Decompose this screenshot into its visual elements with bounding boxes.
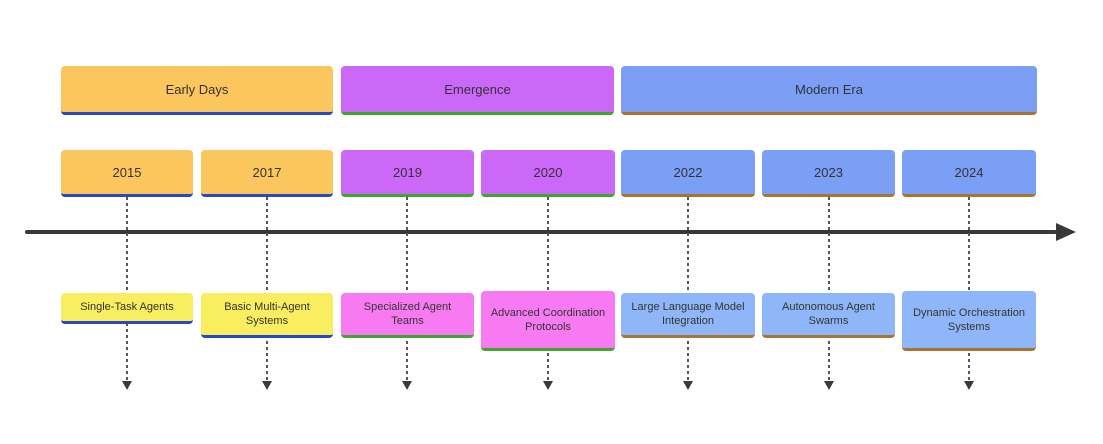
year-label: 2017 bbox=[252, 164, 282, 180]
event-label: Autonomous Agent Swarms bbox=[782, 301, 875, 327]
section-label: Emergence bbox=[444, 81, 511, 97]
year-label: 2019 bbox=[393, 164, 422, 180]
connector-2017 bbox=[266, 197, 268, 382]
year-box-2022: 2022 bbox=[621, 150, 755, 197]
event-label: Specialized Agent Teams bbox=[363, 301, 452, 327]
time-axis-line bbox=[25, 230, 1057, 234]
down-arrowhead-icon bbox=[683, 381, 693, 390]
event-label: Advanced Coordination Protocols bbox=[490, 306, 606, 333]
year-box-2017: 2017 bbox=[201, 150, 333, 197]
right-arrowhead-icon bbox=[1056, 223, 1076, 241]
event-box-dynamic-orchestration-systems: Dynamic Orchestration Systems bbox=[902, 291, 1036, 351]
event-label: Dynamic Orchestration Systems bbox=[913, 306, 1025, 333]
connector-2019 bbox=[406, 197, 408, 382]
section-header-modern-era: Modern Era bbox=[621, 66, 1037, 115]
down-arrowhead-icon bbox=[543, 381, 553, 390]
event-box-large-language-model-integration: Large Language Model Integration bbox=[621, 293, 755, 338]
event-label: Large Language Model Integration bbox=[631, 301, 745, 327]
year-label: 2024 bbox=[954, 164, 984, 180]
down-arrowhead-icon bbox=[824, 381, 834, 390]
year-label: 2022 bbox=[673, 164, 703, 180]
event-box-basic-multi-agent-systems: Basic Multi-Agent Systems bbox=[201, 293, 333, 338]
year-box-2024: 2024 bbox=[902, 150, 1036, 197]
connector-2022 bbox=[687, 197, 689, 382]
section-label: Early Days bbox=[165, 81, 229, 97]
connector-2024 bbox=[968, 197, 970, 382]
connector-2015 bbox=[126, 197, 128, 382]
event-box-single-task-agents: Single-Task Agents bbox=[61, 293, 193, 324]
connector-2020 bbox=[547, 197, 549, 382]
year-label: 2023 bbox=[814, 164, 843, 180]
year-box-2023: 2023 bbox=[762, 150, 895, 197]
year-box-2015: 2015 bbox=[61, 150, 193, 197]
section-label: Modern Era bbox=[795, 81, 863, 97]
event-label: Single-Task Agents bbox=[80, 301, 174, 313]
year-label: 2020 bbox=[533, 164, 563, 180]
down-arrowhead-icon bbox=[964, 381, 974, 390]
year-label: 2015 bbox=[112, 164, 142, 180]
year-box-2019: 2019 bbox=[341, 150, 474, 197]
down-arrowhead-icon bbox=[262, 381, 272, 390]
down-arrowhead-icon bbox=[402, 381, 412, 390]
year-box-2020: 2020 bbox=[481, 150, 615, 197]
event-box-advanced-coordination-protocols: Advanced Coordination Protocols bbox=[481, 291, 615, 351]
event-box-specialized-agent-teams: Specialized Agent Teams bbox=[341, 293, 474, 338]
connector-2023 bbox=[828, 197, 830, 382]
section-header-emergence: Emergence bbox=[341, 66, 614, 115]
down-arrowhead-icon bbox=[122, 381, 132, 390]
section-header-early-days: Early Days bbox=[61, 66, 333, 115]
event-label: Basic Multi-Agent Systems bbox=[224, 301, 310, 327]
event-box-autonomous-agent-swarms: Autonomous Agent Swarms bbox=[762, 293, 895, 338]
